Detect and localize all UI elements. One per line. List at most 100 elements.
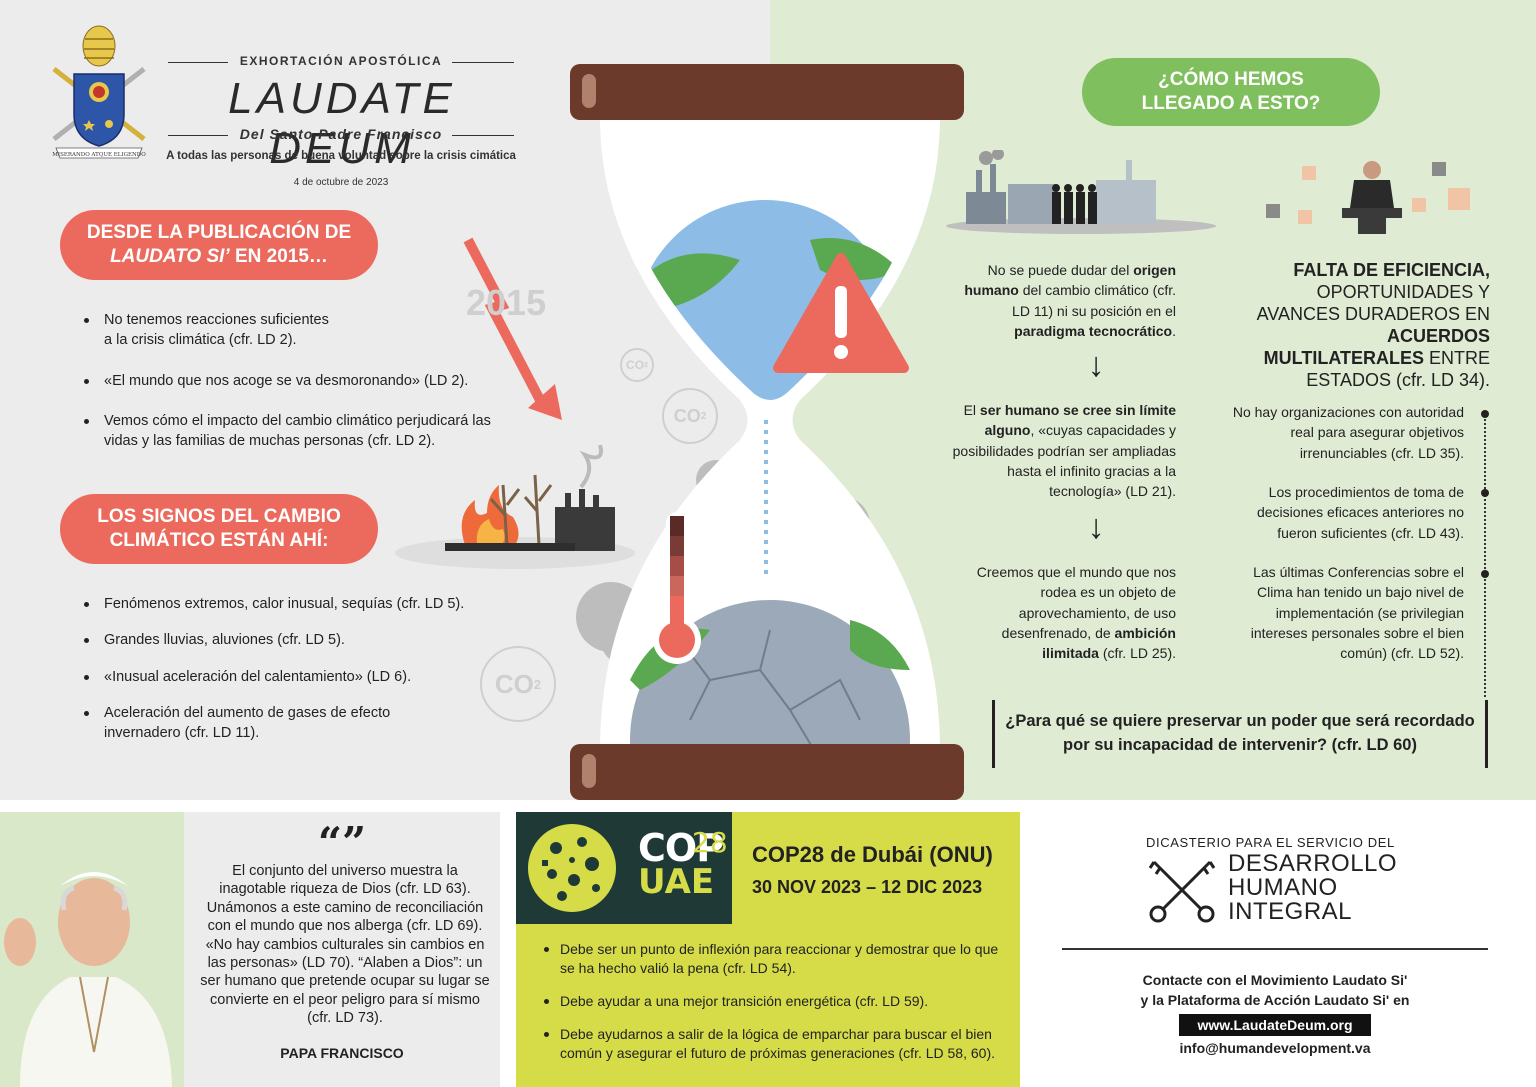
arrow-down-icon: ↓ [1087, 508, 1105, 546]
hourglass-illustration-icon [570, 64, 964, 800]
timeline-dotted-line [1484, 412, 1486, 697]
text-part: del cambio climático (cfr. LD 11) ni su … [1012, 282, 1176, 319]
timeline-dot [1481, 570, 1489, 578]
contact-line: y la Plataforma de Acción Laudato Si' en [1140, 992, 1410, 1009]
header-rule [168, 135, 228, 136]
lack-efficiency-text: FALTA DE EFICIENCIA, OPORTUNIDADES Y AVA… [1240, 260, 1490, 392]
contact-line: Contacte con el Movimiento Laudato Si' [1142, 972, 1408, 988]
podium-thumbs-down-illustration-icon [1266, 161, 1470, 234]
list-item: Grandes lluvias, aluviones (cfr. LD 5). [80, 630, 500, 650]
text-part: . [1172, 322, 1176, 339]
papal-emblem: MISERANDO ATQUE ELIGENDO [52, 25, 146, 159]
page-title: LAUDATE DEUM [228, 74, 456, 173]
quote-text: El conjunto del universo muestra la inag… [200, 863, 490, 1027]
decline-arrow-icon [463, 237, 562, 420]
list-item: Debe ayudar a una mejor transición energ… [530, 992, 1000, 1011]
contact-block: Contacte con el Movimiento Laudato Si' y… [1062, 970, 1488, 1058]
cop-title: COP28 de Dubái (ONU) [752, 842, 993, 867]
co2-sub: 2 [533, 676, 542, 692]
pill-how-did-we-get-here: ¿CÓMO HEMOS LLEGADO A ESTO? [1082, 58, 1380, 126]
timeline-dot [1481, 410, 1489, 418]
co2-sub: 2 [700, 410, 707, 422]
pill-line: CLIMÁTICO ESTÁN AHÍ: [109, 530, 329, 551]
list-item: Aceleración del aumento de gases de efec… [80, 703, 500, 744]
header-rule [452, 62, 514, 63]
text-part: Creemos que el mundo que nos rodea es un… [976, 564, 1176, 641]
pill-line: LOS SIGNOS DEL CAMBIO [97, 506, 341, 528]
cause-origin-text: No se puede dudar del origen humano del … [948, 260, 1176, 341]
fire-factory-illustration-icon [395, 445, 635, 569]
cop-list: Debe ser un punto de inflexión para reac… [530, 940, 1000, 1076]
pill-signs: LOS SIGNOS DEL CAMBIO CLIMÁTICO ESTÁN AH… [60, 494, 378, 564]
text-bold: ACUERDOS MULTILATERALES [1263, 325, 1490, 368]
pill-since-2015: DESDE LA PUBLICACIÓN DE LAUDATO SI’ EN 2… [60, 210, 378, 280]
header-pre-title: EXHORTACIÓN APOSTÓLICA [239, 54, 443, 68]
text-bold: FALTA DE EFICIENCIA, [1293, 260, 1490, 280]
quote-mark-icon: “” [317, 818, 367, 867]
list-item: Vemos cómo el impacto del cambio climáti… [80, 411, 500, 452]
list-item: «El mundo que nos acoge se va desmoronan… [80, 371, 500, 391]
quote-author: PAPA FRANCISCO [280, 1045, 404, 1061]
year-2015-label: 2015 [466, 282, 547, 323]
cop-dates: 30 NOV 2023 – 12 DIC 2023 [752, 877, 983, 897]
dicastery-name: DESARROLLO HUMANO INTEGRAL [1228, 852, 1397, 924]
header-rule [168, 62, 228, 63]
website-link[interactable]: www.LaudateDeum.org [1179, 1013, 1371, 1036]
text-part: No se puede dudar del [987, 262, 1134, 278]
header-subtitle: Del Santo Padre Francisco [239, 126, 443, 142]
text-part: ENTRE ESTADOS (cfr. LD 34). [1306, 347, 1490, 390]
emblem-motto: MISERANDO ATQUE ELIGENDO [52, 152, 146, 158]
closing-question: ¿Para qué se quiere preservar un poder q… [992, 700, 1488, 768]
text-part: OPORTUNIDADES Y AVANCES DURADEROS EN [1256, 281, 1490, 324]
list-signs: Fenómenos extremos, calor inusual, sequí… [80, 594, 500, 743]
cop-logo-text: COP [638, 826, 724, 870]
crossed-keys-icon [1148, 860, 1216, 923]
co2-sub: 2 [644, 361, 648, 369]
pill-line: LAUDATO SI’ EN 2015… [110, 245, 328, 269]
dicastery-label: DICASTERIO PARA EL SERVICIO DEL [1146, 835, 1395, 850]
cop-title-panel [732, 812, 1020, 924]
list-item: Debe ayudarnos a salir de la lógica de e… [530, 1025, 1000, 1063]
text-part: (cfr. LD 25). [1098, 645, 1176, 662]
list-item: Fenómenos extremos, calor inusual, sequí… [80, 594, 500, 614]
email-link[interactable]: info@humandevelopment.va [1179, 1039, 1371, 1056]
text-part: , «cuyas capacidades y posibilidades pod… [952, 422, 1176, 500]
quote-panel [184, 812, 500, 1087]
pill-rest: EN 2015… [229, 246, 328, 267]
cop-logo-number: 28 [692, 826, 728, 859]
list-item: No tenemos reacciones suficientes a la c… [80, 310, 500, 351]
dicastery-line: HUMANO [1228, 874, 1338, 901]
pill-italic: LAUDATO SI’ [110, 246, 230, 267]
cause-human-text: El ser humano se cree sin límite alguno,… [948, 400, 1176, 501]
cop-logo-uae: UAE [638, 862, 715, 902]
dicastery-line: INTEGRAL [1228, 898, 1353, 925]
pill-line: LLEGADO A ESTO? [1141, 93, 1321, 114]
pope-portrait-icon [4, 872, 172, 1087]
point-item: No hay organizaciones con autoridad real… [1232, 404, 1464, 461]
text-bold: paradigma tecnocrático [1014, 322, 1173, 339]
list-item: Debe ser un punto de inflexión para reac… [530, 940, 1000, 978]
point-item: Las últimas Conferencias sobre el Clima … [1250, 564, 1464, 662]
industry-people-illustration-icon [946, 150, 1216, 234]
cop-globe-logo-icon [528, 824, 616, 912]
text-bold: origen humano [964, 262, 1176, 299]
text-bold: ambición ilimitada [1042, 624, 1176, 662]
pill-line: DESDE LA PUBLICACIÓN DE [86, 222, 352, 244]
co2-text: CO [673, 405, 701, 426]
list-since-2015: No tenemos reacciones suficientes a la c… [80, 310, 500, 451]
thermometer-icon [653, 512, 701, 664]
header-rule [452, 135, 514, 136]
arrow-down-icon: ↓ [1087, 346, 1105, 384]
text-bold: ser humano se cree sin límite alguno [979, 402, 1176, 439]
list-item: «Inusual aceleración del calentamiento» … [80, 667, 500, 687]
warning-triangle-icon [773, 253, 909, 373]
divider [1062, 948, 1488, 950]
co2-text: CO [626, 358, 645, 372]
text-part: El [963, 402, 980, 418]
dicastery-line: DESARROLLO [1228, 850, 1398, 877]
pill-line: ¿CÓMO HEMOS [1158, 69, 1304, 91]
timeline-dot [1481, 489, 1489, 497]
